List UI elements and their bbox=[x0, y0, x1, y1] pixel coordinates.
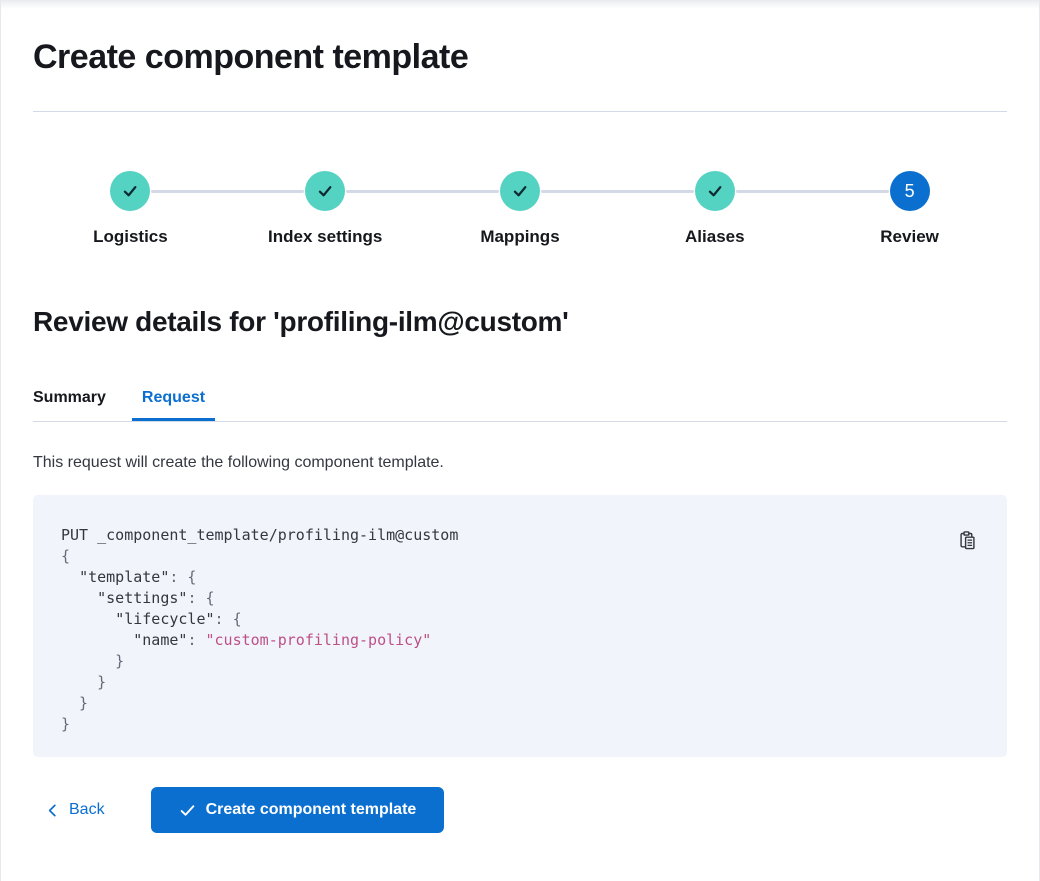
code-token-punc: : { bbox=[169, 568, 197, 586]
code-token-plain bbox=[61, 589, 97, 607]
back-label: Back bbox=[69, 801, 105, 818]
code-token-plain: PUT _component_template/profiling-ilm@cu… bbox=[61, 526, 459, 544]
code-token-punc: } bbox=[61, 652, 125, 670]
code-line: } bbox=[61, 651, 979, 672]
step-label: Logistics bbox=[93, 227, 168, 246]
code-token-plain bbox=[61, 631, 133, 649]
review-heading: Review details for 'profiling-ilm@custom… bbox=[33, 306, 569, 337]
code-token-punc: } bbox=[61, 694, 89, 712]
footer-actions: Back Create component template bbox=[33, 787, 1007, 833]
stepper: Logistics Index settings Mappings Aliase… bbox=[33, 171, 1007, 247]
code-line: "template": { bbox=[61, 567, 979, 588]
code-line: PUT _component_template/profiling-ilm@cu… bbox=[61, 525, 979, 546]
step-label: Aliases bbox=[685, 227, 745, 246]
back-button[interactable]: Back bbox=[37, 801, 113, 819]
check-icon bbox=[708, 186, 722, 197]
code-token-punc: } bbox=[61, 715, 71, 733]
code-line: } bbox=[61, 714, 979, 735]
step-mappings[interactable]: Mappings bbox=[346, 171, 618, 247]
code-line: } bbox=[61, 693, 979, 714]
code-token-punc: : { bbox=[214, 610, 242, 628]
code-token-key: "lifecycle" bbox=[115, 610, 215, 628]
check-icon bbox=[180, 804, 194, 816]
request-code-panel: PUT _component_template/profiling-ilm@cu… bbox=[33, 495, 1007, 757]
step-label: Review bbox=[880, 227, 939, 246]
code-line: "lifecycle": { bbox=[61, 609, 979, 630]
step-complete-icon bbox=[305, 171, 346, 211]
code-token-punc: : bbox=[187, 631, 206, 649]
main-content: Create component template Logistics Inde… bbox=[1, 36, 1039, 833]
tab-summary[interactable]: Summary bbox=[23, 387, 116, 421]
code-token-key: "template" bbox=[79, 568, 170, 586]
request-code-content: PUT _component_template/profiling-ilm@cu… bbox=[61, 525, 979, 735]
step-complete-icon bbox=[499, 171, 540, 211]
code-token-string: "custom-profiling-policy" bbox=[205, 631, 432, 649]
page-title: Create component template bbox=[33, 38, 469, 76]
copy-button[interactable] bbox=[955, 528, 979, 552]
check-icon bbox=[124, 186, 137, 197]
step-label: Index settings bbox=[268, 227, 383, 246]
step-label: Mappings bbox=[480, 227, 560, 246]
copy-clipboard-icon bbox=[959, 530, 975, 549]
code-line: { bbox=[61, 546, 979, 567]
code-token-key: "settings" bbox=[97, 589, 188, 607]
code-token-punc: } bbox=[61, 673, 107, 691]
code-token-plain bbox=[61, 610, 115, 628]
step-complete-icon bbox=[110, 171, 151, 211]
chevron-left-icon bbox=[48, 804, 56, 816]
step-number: 5 bbox=[904, 180, 915, 201]
code-token-punc: : { bbox=[187, 589, 215, 607]
code-token-plain bbox=[61, 568, 79, 586]
create-component-template-button[interactable]: Create component template bbox=[150, 787, 445, 833]
code-line: } bbox=[61, 672, 979, 693]
title-divider bbox=[33, 111, 1007, 112]
code-line: "name": "custom-profiling-policy" bbox=[61, 630, 979, 651]
check-icon bbox=[513, 186, 527, 197]
request-description: This request will create the following c… bbox=[33, 454, 444, 471]
code-token-key: "name" bbox=[133, 631, 188, 649]
step-current-number: 5 bbox=[889, 171, 930, 211]
top-shadow bbox=[1, 0, 1039, 9]
step-index-settings[interactable]: Index settings bbox=[151, 171, 423, 247]
code-line: "settings": { bbox=[61, 588, 979, 609]
step-aliases[interactable]: Aliases bbox=[541, 171, 812, 247]
tab-request[interactable]: Request bbox=[132, 387, 215, 421]
create-label: Create component template bbox=[205, 801, 417, 818]
check-icon bbox=[319, 186, 332, 197]
step-complete-icon bbox=[694, 171, 735, 211]
step-logistics[interactable]: Logistics bbox=[33, 171, 228, 247]
code-token-punc: { bbox=[61, 547, 71, 565]
